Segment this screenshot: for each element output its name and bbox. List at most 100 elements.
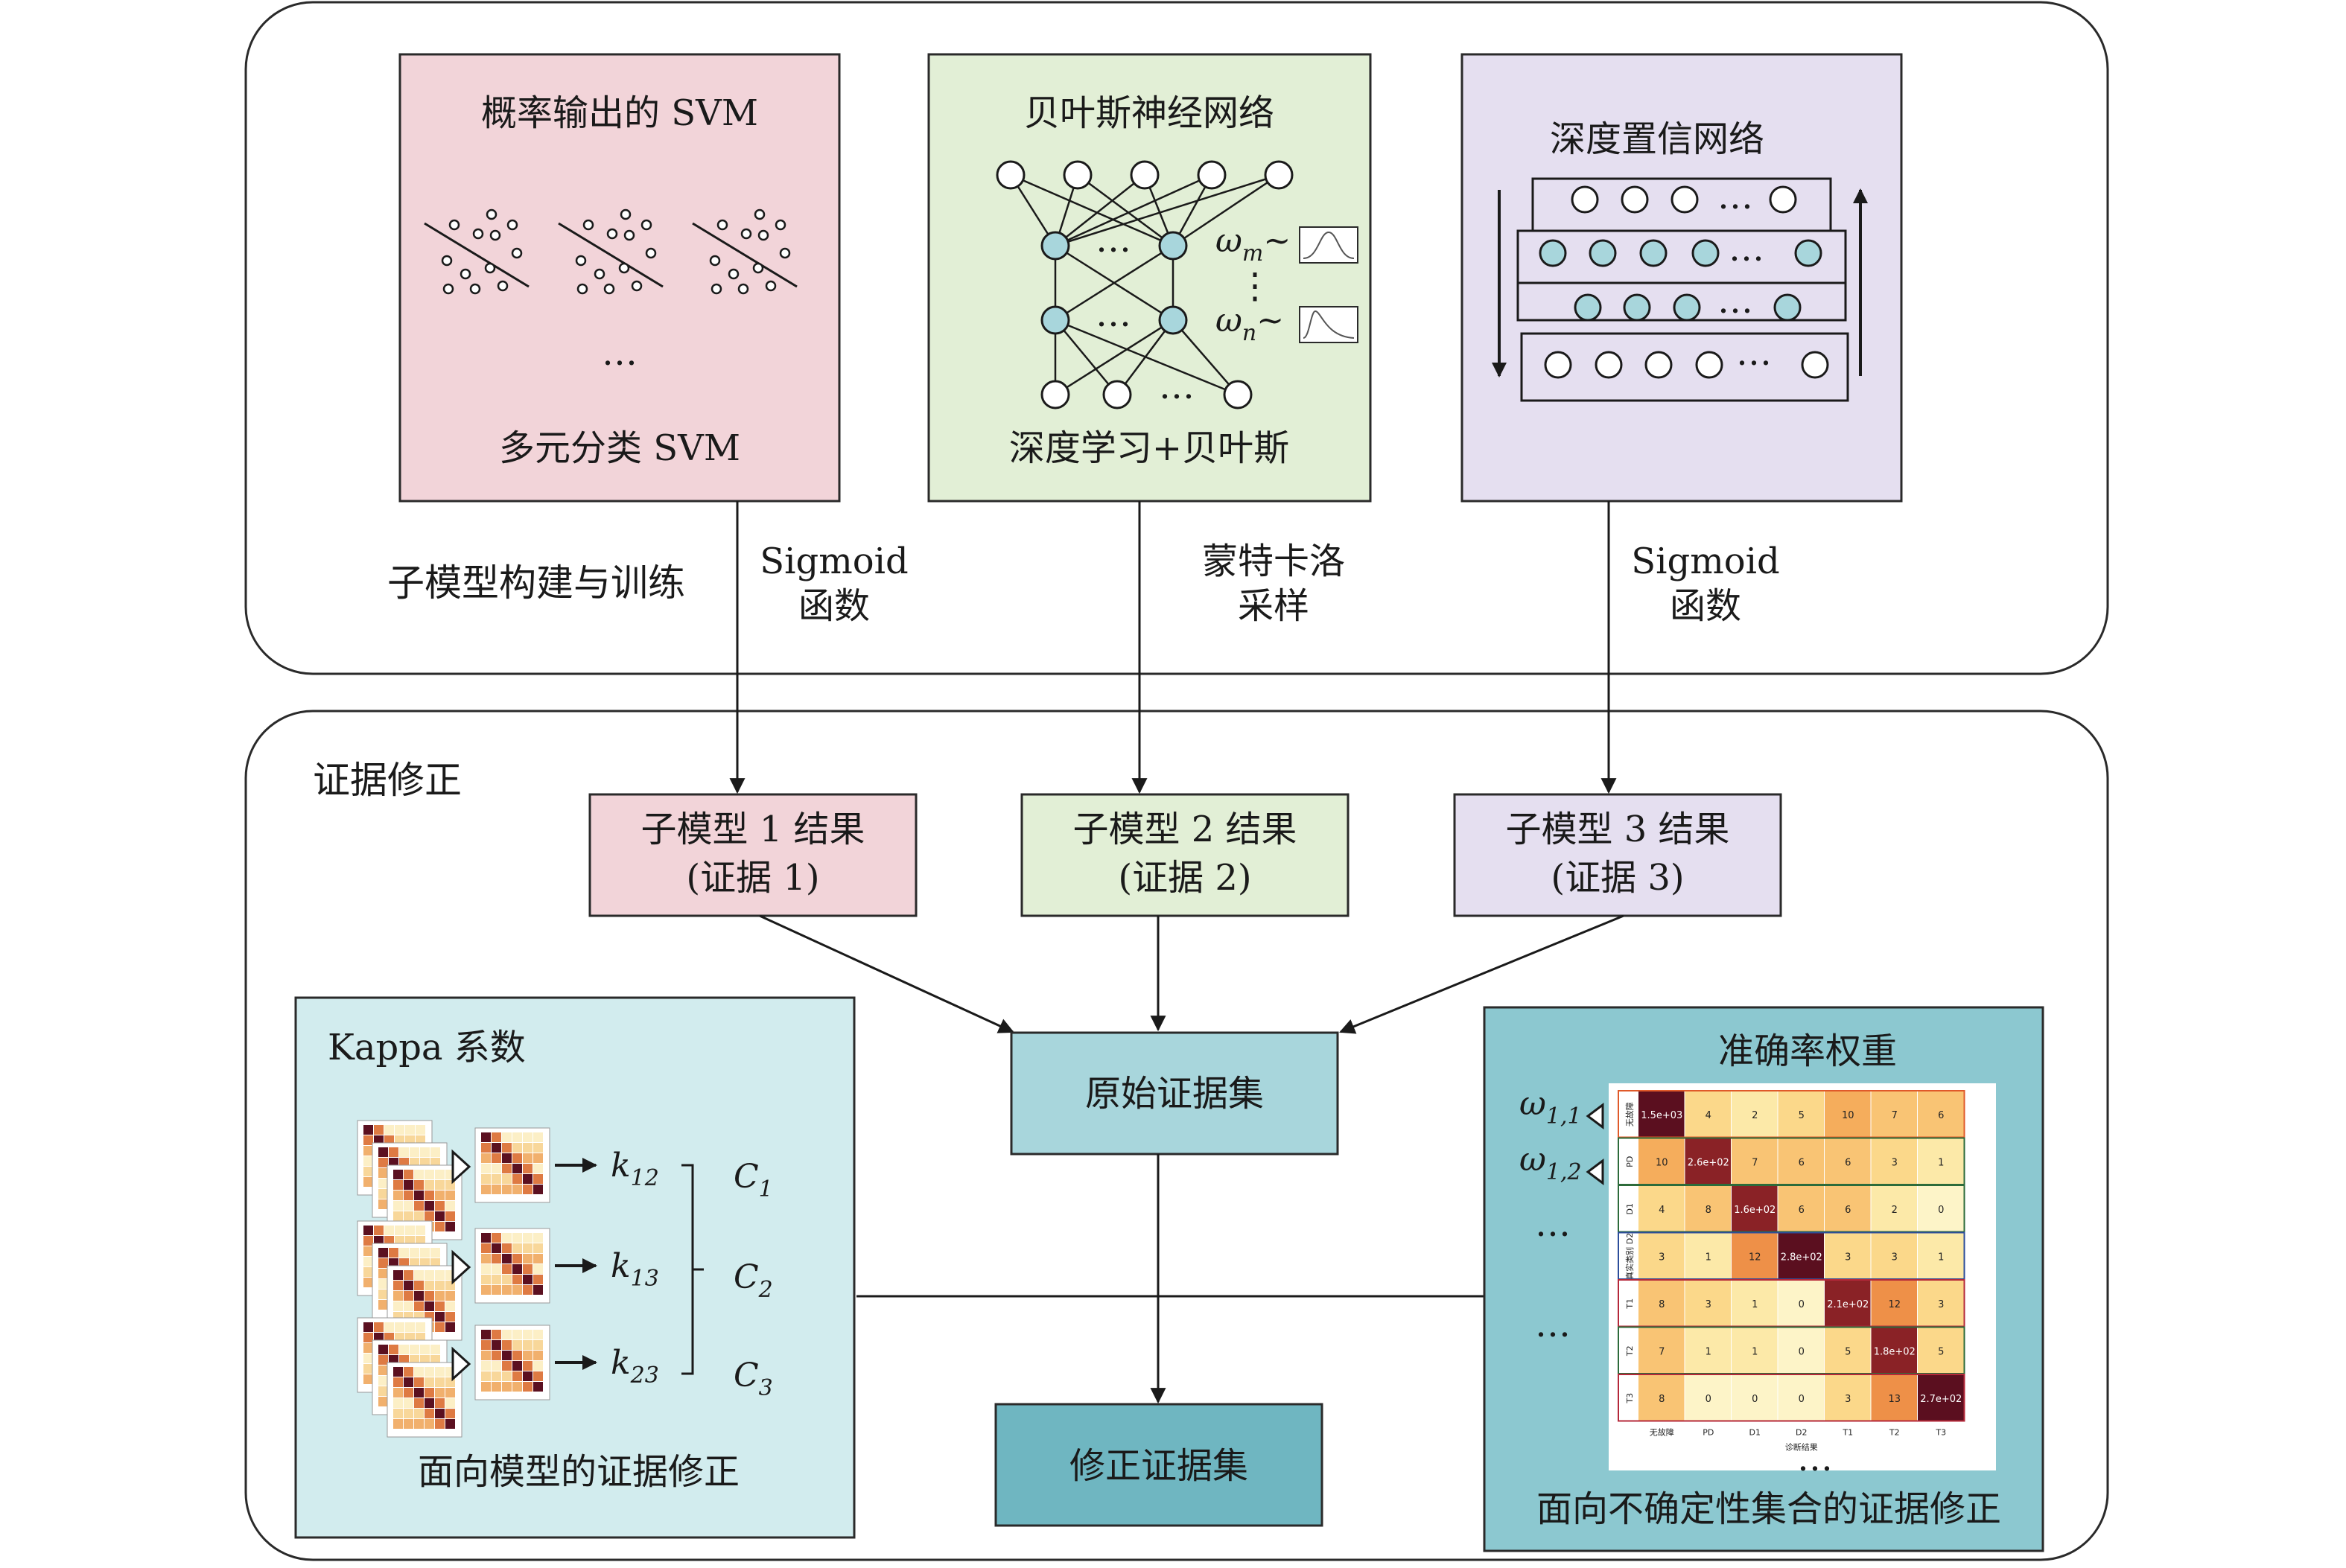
thumb-cell (502, 1361, 512, 1371)
dbn-node (1571, 185, 1599, 214)
heatmap-cell-value: 1 (1938, 1252, 1944, 1263)
heatmap-cell-value: 1.6e+02 (1734, 1205, 1776, 1216)
thumb-cell (523, 1233, 533, 1243)
thumb-cell (523, 1164, 533, 1173)
thumb-cell (378, 1290, 388, 1299)
heatmap-cell-value: 10 (1842, 1110, 1854, 1121)
thumb-cell (502, 1132, 512, 1142)
heatmap-cell-value: 4 (1706, 1110, 1711, 1121)
svm-sample-point (775, 219, 786, 231)
thumb-cell (363, 1226, 373, 1235)
thumb-cell (445, 1222, 455, 1231)
thumb-cell (435, 1180, 445, 1190)
thumb-cell (533, 1143, 543, 1153)
svm-sample-point (486, 208, 498, 220)
thumb-cell (384, 1226, 394, 1235)
svm-sample-point (448, 219, 460, 231)
thumb-cell (481, 1132, 491, 1142)
accuracy-weight-label: ω1,1 (1519, 1085, 1582, 1129)
heatmap-cell (1825, 1185, 1871, 1232)
confidence-symbol: C (734, 1357, 759, 1395)
thumb-cell (523, 1185, 533, 1194)
heatmap-cell-value: 12 (1749, 1252, 1761, 1263)
thumb-cell (363, 1146, 373, 1156)
thumb-cell (430, 1147, 440, 1157)
thumb-cell (502, 1275, 512, 1284)
heatmap-cell (1685, 1091, 1731, 1138)
thumb-cell (502, 1153, 512, 1163)
thumb-cell (404, 1377, 413, 1387)
svm-sample-point (618, 262, 630, 274)
heatmap-cell-value: 7 (1892, 1110, 1898, 1121)
confidence-subscript: 2 (758, 1277, 773, 1303)
thumb-cell (363, 1354, 373, 1363)
thumb-cell (492, 1164, 501, 1173)
arrow-label-1-line2: 函数 (798, 585, 870, 627)
thumb-cell (512, 1330, 522, 1339)
svm-hyperplane-3 (692, 222, 798, 288)
thumb-cell (533, 1153, 543, 1163)
thumb-cell (481, 1351, 491, 1360)
thumb-cell (378, 1189, 388, 1199)
heatmap-cell (1918, 1280, 1964, 1327)
kappa-matrix-thumbnails (357, 1120, 597, 1438)
svm-sample-point (716, 219, 728, 231)
heatmap-col-label: 无故障 (1650, 1427, 1674, 1438)
thumb-cell (533, 1264, 543, 1274)
thumb-cell (378, 1386, 388, 1396)
heatmap-cell-value: 1 (1938, 1157, 1944, 1168)
heatmap-cell-value: 8 (1659, 1394, 1665, 1405)
thumb-cell (512, 1233, 522, 1243)
thumb-cell (393, 1367, 403, 1377)
thumb-cell (512, 1382, 522, 1392)
thumb-cell (492, 1254, 501, 1263)
kappa-matrix-thumbnail (387, 1265, 462, 1341)
thumb-cell (404, 1388, 413, 1398)
heatmap-cell (1732, 1091, 1778, 1138)
thumb-cell (502, 1164, 512, 1173)
thumb-cell (404, 1301, 413, 1311)
dbn-node (1773, 293, 1802, 322)
heatmap-cell-value: 3 (1659, 1252, 1665, 1263)
dbn-node (1691, 239, 1720, 267)
thumb-cell (395, 1125, 404, 1135)
thumb-cell (363, 1177, 373, 1187)
heatmap-cell-value: 1.5e+03 (1641, 1110, 1682, 1121)
dbn-node (1673, 293, 1701, 322)
bnn-input-node (1197, 160, 1227, 190)
thumb-cell (481, 1264, 491, 1274)
thumb-cell (445, 1211, 455, 1221)
thumb-cell (416, 1125, 425, 1135)
thumb-cell (384, 1322, 394, 1332)
thumb-cell (512, 1185, 522, 1194)
kappa-matrix-thumbnail (387, 1362, 462, 1438)
thumb-cell (533, 1243, 543, 1253)
bnn-edge (1055, 319, 1239, 396)
thumb-cell (393, 1180, 403, 1190)
accuracy-ellipsis-2: … (1535, 1304, 1571, 1345)
thumb-cell (445, 1398, 455, 1408)
thumb-cell (414, 1291, 424, 1301)
thumb-cell (435, 1291, 445, 1301)
thumb-cell (523, 1174, 533, 1184)
thumb-cell (445, 1191, 455, 1200)
thumb-cell (512, 1285, 522, 1295)
heatmap-cell (1732, 1138, 1778, 1185)
thumb-cell (533, 1285, 543, 1295)
heatmap-cell-value: 2 (1892, 1205, 1898, 1216)
thumb-cell (410, 1147, 419, 1157)
dbn-node (1589, 239, 1617, 267)
thumb-cell (404, 1191, 413, 1200)
bnn-edge (1055, 319, 1118, 395)
thumb-cell (502, 1371, 512, 1381)
heatmap-cell-value: 1 (1706, 1346, 1711, 1357)
heatmap-cell (1685, 1280, 1731, 1327)
thumb-cell (430, 1248, 440, 1258)
bnn-edge (1010, 173, 1174, 247)
svm-sample-point (737, 283, 749, 295)
result-box-3: 子模型 3 结果 (证据 3) (1453, 793, 1782, 917)
heatmap-cell (1825, 1374, 1871, 1421)
